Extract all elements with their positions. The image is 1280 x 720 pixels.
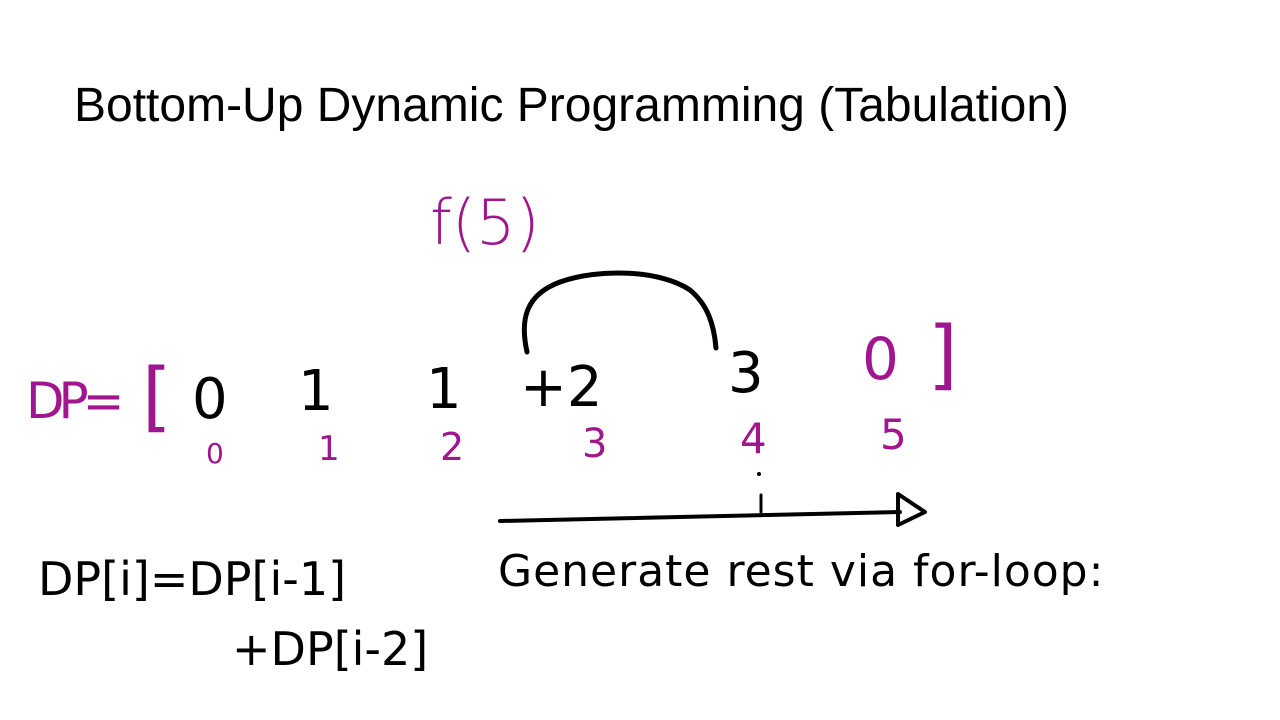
dp-value-3: +2 xyxy=(520,355,603,420)
index-1: 1 xyxy=(318,429,340,469)
dependency-arc xyxy=(521,270,719,355)
dp-value-2: 1 xyxy=(426,357,462,422)
recurrence-line-1: DP[i]=DP[i-1] xyxy=(38,552,347,606)
index-3: 3 xyxy=(582,421,608,467)
recurrence-line-2: +DP[i-2] xyxy=(232,622,429,676)
dp-value-1: 1 xyxy=(298,359,334,424)
loop-note: Generate rest via for-loop: xyxy=(498,546,1105,597)
pointer-dot xyxy=(757,472,761,476)
dp-value-0: 0 xyxy=(192,367,228,432)
dp-label: DP= xyxy=(26,372,125,430)
dp-value-4: 3 xyxy=(728,341,764,406)
index-5: 5 xyxy=(880,410,907,459)
dp-value-5: 0 xyxy=(862,325,899,393)
slide-title: Bottom-Up Dynamic Programming (Tabulatio… xyxy=(74,79,1070,132)
index-4: 4 xyxy=(740,414,767,463)
close-bracket: ] xyxy=(928,309,958,398)
open-bracket: [ xyxy=(142,351,172,440)
loop-arrow-head xyxy=(896,492,927,527)
loop-arrow-line xyxy=(498,510,902,523)
index-0: 0 xyxy=(206,437,224,470)
index-2: 2 xyxy=(440,425,465,469)
call-label: f(5) xyxy=(430,186,540,259)
